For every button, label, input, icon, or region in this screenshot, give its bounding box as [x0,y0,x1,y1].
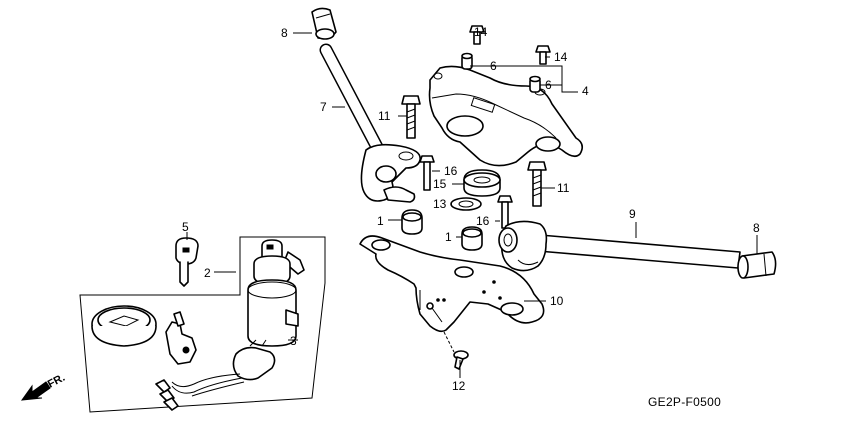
dowel-pin-upper [461,52,473,70]
leader-lines [186,31,758,378]
callout-9: 9 [629,207,636,221]
callout-4: 4 [582,84,589,98]
ignition-switch [232,239,305,381]
callout-16: 16 [476,214,490,228]
screw [443,331,469,370]
callout-16: 16 [444,164,458,178]
washer [450,197,482,211]
wire-harness [155,311,245,411]
key-cylinder [91,305,157,347]
callout-6: 6 [545,78,552,92]
right-grip-end [737,251,777,279]
callout-14: 14 [474,25,488,39]
callout-12: 12 [452,379,466,393]
long-bolt-left [401,95,421,139]
dowel-pin-lower [529,75,541,93]
callout-13: 13 [433,197,447,211]
callout-10: 10 [550,294,564,308]
bolt-16-left [419,155,435,191]
long-bolt-right [527,161,547,207]
bolt-16-right [497,195,513,229]
callout-11: 11 [557,181,570,195]
rubber-bushing-right [461,226,483,251]
front-arrow-label: FR. [46,372,67,391]
upper-holder [428,65,584,167]
right-handlebar-tube [498,220,741,272]
lower-bracket [359,235,545,333]
diagram-code: GE2P-F0500 [648,395,721,409]
callout-8: 8 [753,221,760,235]
left-grip-end [311,7,337,40]
callout-14: 14 [554,50,568,64]
callout-1: 1 [377,214,384,228]
callout-2: 2 [204,266,211,280]
callout-7: 7 [320,100,327,114]
callout-11: 11 [378,109,391,123]
rubber-bushing-left [401,209,423,235]
callout-labels: 1 1 2 3 4 5 6 6 7 8 8 9 10 11 11 12 13 1… [182,25,760,393]
callout-1: 1 [445,230,452,244]
key [175,237,199,287]
left-handlebar-tube [319,43,421,203]
front-direction-arrow [20,381,51,401]
ignition-set-outline [79,236,326,413]
callout-8: 8 [281,26,288,40]
nut [463,169,501,197]
callout-15: 15 [433,177,447,191]
callout-5: 5 [182,220,189,234]
callout-6: 6 [490,59,497,73]
small-bolt-right [535,45,551,65]
callout-3: 3 [290,334,297,348]
